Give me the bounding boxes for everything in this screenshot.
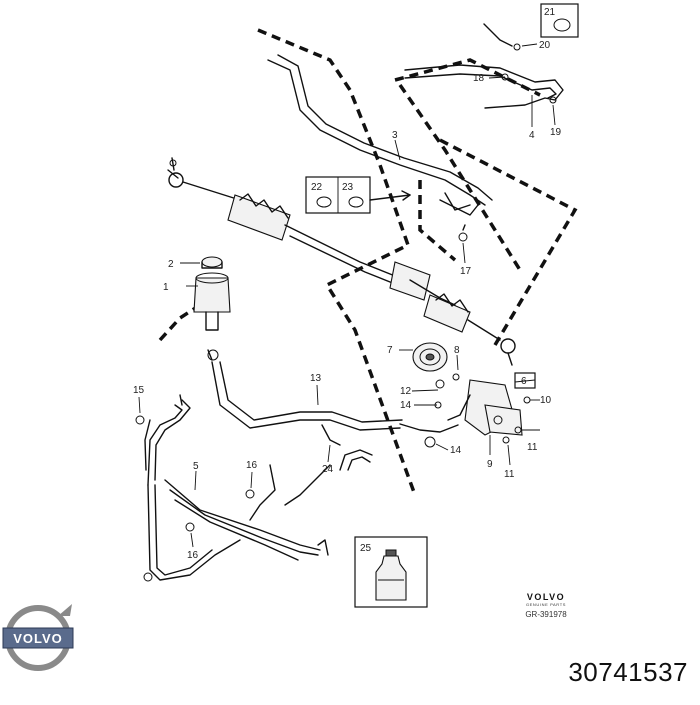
reservoir	[193, 256, 231, 361]
cooler-hoses	[143, 399, 331, 582]
callout-13: 13	[310, 373, 322, 384]
brand-block: VOLVO GENUINE PARTS GR-391978	[506, 592, 586, 619]
box-22-23: 22 23	[305, 176, 411, 214]
reference-code: GR-391978	[525, 610, 567, 619]
callout-24: 24	[322, 464, 334, 475]
pump	[412, 342, 531, 448]
callout-8: 8	[454, 345, 460, 356]
dashed-boundaries	[158, 28, 578, 496]
box-21: 21	[540, 3, 579, 38]
callout-7: 7	[387, 345, 393, 356]
box-25: 25	[354, 536, 428, 608]
logo-wordmark: VOLVO	[13, 631, 63, 646]
return-hose	[211, 361, 459, 471]
callout-14a: 14	[400, 400, 412, 411]
callout-18: 18	[473, 73, 485, 84]
callout-16a: 16	[246, 460, 258, 471]
fittings	[135, 224, 468, 425]
callout-15: 15	[133, 385, 145, 396]
callout-10: 10	[540, 395, 552, 406]
callout-9: 9	[487, 459, 493, 470]
cooler-line	[404, 23, 564, 109]
callout-12: 12	[400, 386, 412, 397]
part-number: 30741537	[568, 657, 688, 687]
callout-23: 23	[342, 182, 354, 193]
callout-16b: 16	[187, 550, 199, 561]
brand-name: VOLVO	[526, 592, 566, 602]
callout-22: 22	[311, 182, 323, 193]
callout-11a: 11	[527, 442, 538, 453]
callout-25: 25	[360, 543, 372, 554]
leaders	[138, 43, 556, 548]
callout-14b: 14	[450, 445, 462, 456]
callout-5: 5	[193, 461, 199, 472]
callout-21: 21	[544, 7, 556, 18]
volvo-logo: VOLVO	[2, 604, 74, 671]
callout-20: 20	[539, 40, 551, 51]
pressure-pipe	[267, 54, 493, 216]
brand-subtitle: GENUINE PARTS	[525, 602, 567, 607]
callout-17: 17	[460, 266, 472, 277]
callout-2: 2	[168, 259, 174, 270]
callout-19: 19	[550, 127, 562, 138]
callout-11b: 11	[504, 469, 515, 480]
callout-1: 1	[163, 282, 169, 293]
callout-3: 3	[392, 130, 398, 141]
callout-4: 4	[529, 130, 535, 141]
callout-labels: 1 2 3 4 5 7 8 9 10 11 11 12 13 14 14 15 …	[133, 40, 562, 561]
steering-rack	[167, 157, 516, 366]
